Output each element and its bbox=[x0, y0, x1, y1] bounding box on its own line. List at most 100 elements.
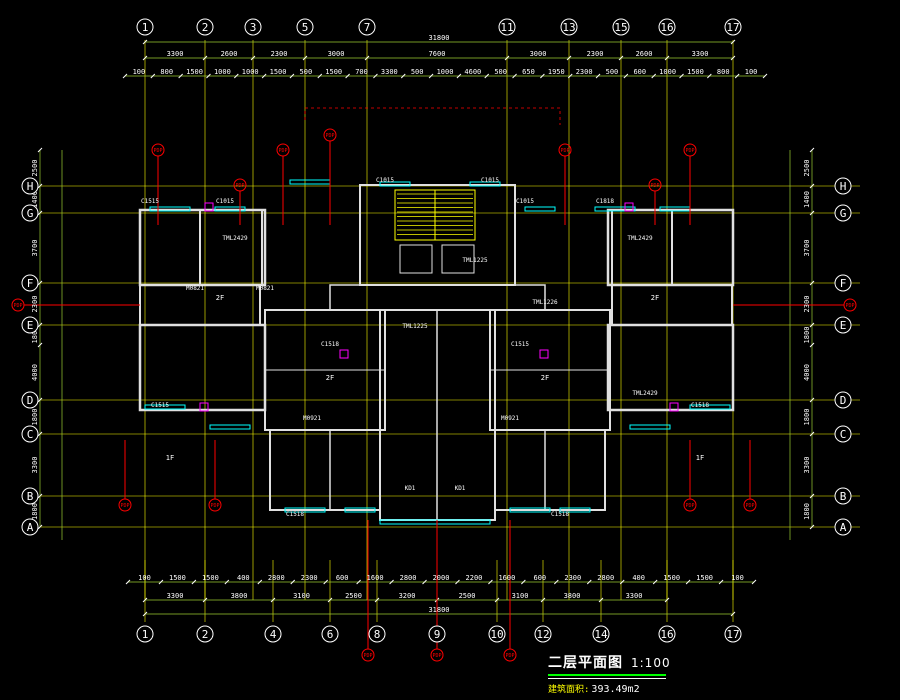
dim-bottom-overall-text: 31800 bbox=[428, 606, 449, 614]
axis-bubble-bottom-2-label: 2 bbox=[202, 628, 209, 641]
axis-bubble-top-13-label: 13 bbox=[562, 21, 575, 34]
axis-bubble-left-H-label: H bbox=[27, 180, 34, 193]
dim-bottom-detail-text: 1500 bbox=[663, 574, 680, 582]
axis-bubble-right-H bbox=[834, 177, 852, 195]
dim-top-detail-text: 1500 bbox=[186, 68, 203, 76]
dim-left-tick bbox=[37, 280, 43, 286]
dim-top-axis-text: 3000 bbox=[530, 50, 547, 58]
dim-left-text: 1800 bbox=[31, 327, 39, 344]
title-underline bbox=[548, 674, 666, 676]
dim-left-tick bbox=[37, 183, 43, 189]
dim-bottom-detail-text: 2200 bbox=[466, 574, 483, 582]
dim-bottom-axis-text: 3800 bbox=[564, 592, 581, 600]
window-opening bbox=[509, 507, 551, 513]
axis-bubble-bottom-4-label: 4 bbox=[270, 628, 277, 641]
dim-top-axis-text: 2600 bbox=[636, 50, 653, 58]
axis-bubble-bottom-17-label: 17 bbox=[726, 628, 739, 641]
window-tag: C1015 bbox=[216, 198, 234, 205]
dim-top-axis-tick bbox=[142, 55, 148, 61]
dim-top-overall-tick bbox=[142, 39, 148, 45]
dim-top-axis-tick bbox=[618, 55, 624, 61]
dim-bottom-overall-tick bbox=[142, 611, 148, 617]
dim-bottom-detail-text: 2800 bbox=[597, 574, 614, 582]
axis-bubble-right-C bbox=[834, 425, 852, 443]
dim-top-detail-text: 500 bbox=[494, 68, 507, 76]
axis-bubble-top-7-label: 7 bbox=[364, 21, 371, 34]
axis-bubble-left-F-label: F bbox=[27, 277, 34, 290]
dim-left-text: 1400 bbox=[31, 191, 39, 208]
dim-top-detail-text: 100 bbox=[133, 68, 146, 76]
dim-bottom-detail-text: 2800 bbox=[268, 574, 285, 582]
door-tag: KD1 bbox=[455, 485, 466, 492]
dim-right-tick bbox=[809, 431, 815, 437]
dim-bottom-detail-text: 100 bbox=[731, 574, 744, 582]
axis-bubble-left-E-label: E bbox=[27, 319, 34, 332]
callout-tag: PDP bbox=[432, 653, 441, 659]
axis-bubble-bottom-9-label: 9 bbox=[434, 628, 441, 641]
window-opening bbox=[379, 181, 411, 187]
dim-top-detail-tick bbox=[317, 73, 323, 79]
room-level-tag: 2F bbox=[541, 374, 549, 382]
dim-right-tick bbox=[809, 210, 815, 216]
fixture-marker bbox=[204, 202, 214, 212]
window-layer bbox=[144, 179, 731, 525]
dim-right-text: 1800 bbox=[803, 409, 811, 426]
window-tag: C1515 bbox=[151, 402, 169, 409]
axis-bubble-left-F bbox=[21, 274, 39, 292]
axis-bubble-right-C-label: C bbox=[840, 428, 847, 441]
dim-bottom-axis-text: 2500 bbox=[345, 592, 362, 600]
wall-south-left-rooms bbox=[269, 429, 381, 511]
axis-bubble-right-G-label: G bbox=[840, 207, 847, 220]
dim-top-detail-tick bbox=[595, 73, 601, 79]
dim-top-detail-tick bbox=[206, 73, 211, 79]
door-tag: KD1 bbox=[405, 485, 416, 492]
fixture-marker bbox=[539, 349, 549, 359]
door-tag: M0921 bbox=[501, 415, 519, 422]
dim-top-detail-tick bbox=[428, 73, 434, 79]
dim-top-detail-text: 1500 bbox=[270, 68, 287, 76]
dim-top-detail-tick bbox=[567, 73, 573, 79]
axis-bubble-top-11-label: 11 bbox=[500, 21, 513, 34]
dim-top-detail-tick bbox=[261, 73, 267, 79]
dim-left-text: 1800 bbox=[31, 409, 39, 426]
callout-tag: PDP bbox=[120, 503, 129, 509]
axis-bubble-right-D bbox=[834, 391, 852, 409]
dim-top-detail-text: 1500 bbox=[687, 68, 704, 76]
dim-bottom-detail-text: 1600 bbox=[367, 574, 384, 582]
dim-left-text: 1800 bbox=[31, 503, 39, 520]
dim-top-detail-text: 1000 bbox=[214, 68, 231, 76]
window-tag: C1515 bbox=[511, 341, 529, 348]
dim-top-detail-tick bbox=[178, 73, 184, 79]
dim-right-text: 1800 bbox=[803, 503, 811, 520]
axis-bubble-top-2-label: 2 bbox=[202, 21, 209, 34]
axis-bubble-left-D-label: D bbox=[27, 394, 34, 407]
room-level-tag: 1F bbox=[696, 454, 704, 462]
dim-top-axis-tick bbox=[250, 55, 256, 61]
dim-top-detail-text: 1500 bbox=[325, 68, 342, 76]
dim-top-detail-text: 700 bbox=[355, 68, 368, 76]
axis-bubble-top-17-label: 17 bbox=[726, 21, 739, 34]
dim-bottom-detail-tick bbox=[619, 579, 625, 585]
dim-right-tick bbox=[809, 322, 815, 328]
axis-bubble-bottom-1-label: 1 bbox=[142, 628, 149, 641]
dim-left-tick bbox=[37, 210, 43, 216]
dim-right-text: 1800 bbox=[803, 327, 811, 344]
dim-top-detail-text: 2300 bbox=[576, 68, 593, 76]
window-tag: C1015 bbox=[376, 177, 394, 184]
dim-bottom-detail-text: 400 bbox=[237, 574, 250, 582]
dim-top-axis-tick bbox=[202, 55, 208, 61]
dim-right-tick bbox=[809, 493, 815, 499]
dim-bottom-detail-text: 600 bbox=[336, 574, 349, 582]
window-tag: C1015 bbox=[516, 198, 534, 205]
dim-bottom-detail-tick bbox=[521, 579, 526, 585]
window-tag: C1518 bbox=[321, 341, 339, 348]
dim-bottom-detail-text: 2800 bbox=[400, 574, 417, 582]
dim-bottom-overall-tick bbox=[730, 611, 736, 617]
dim-bottom-axis-tick bbox=[202, 597, 208, 603]
dim-bottom-detail-tick bbox=[323, 579, 329, 585]
dim-right-tick bbox=[809, 183, 815, 189]
dim-top-detail-text: 500 bbox=[606, 68, 619, 76]
wall-south-right-rooms bbox=[494, 429, 606, 511]
